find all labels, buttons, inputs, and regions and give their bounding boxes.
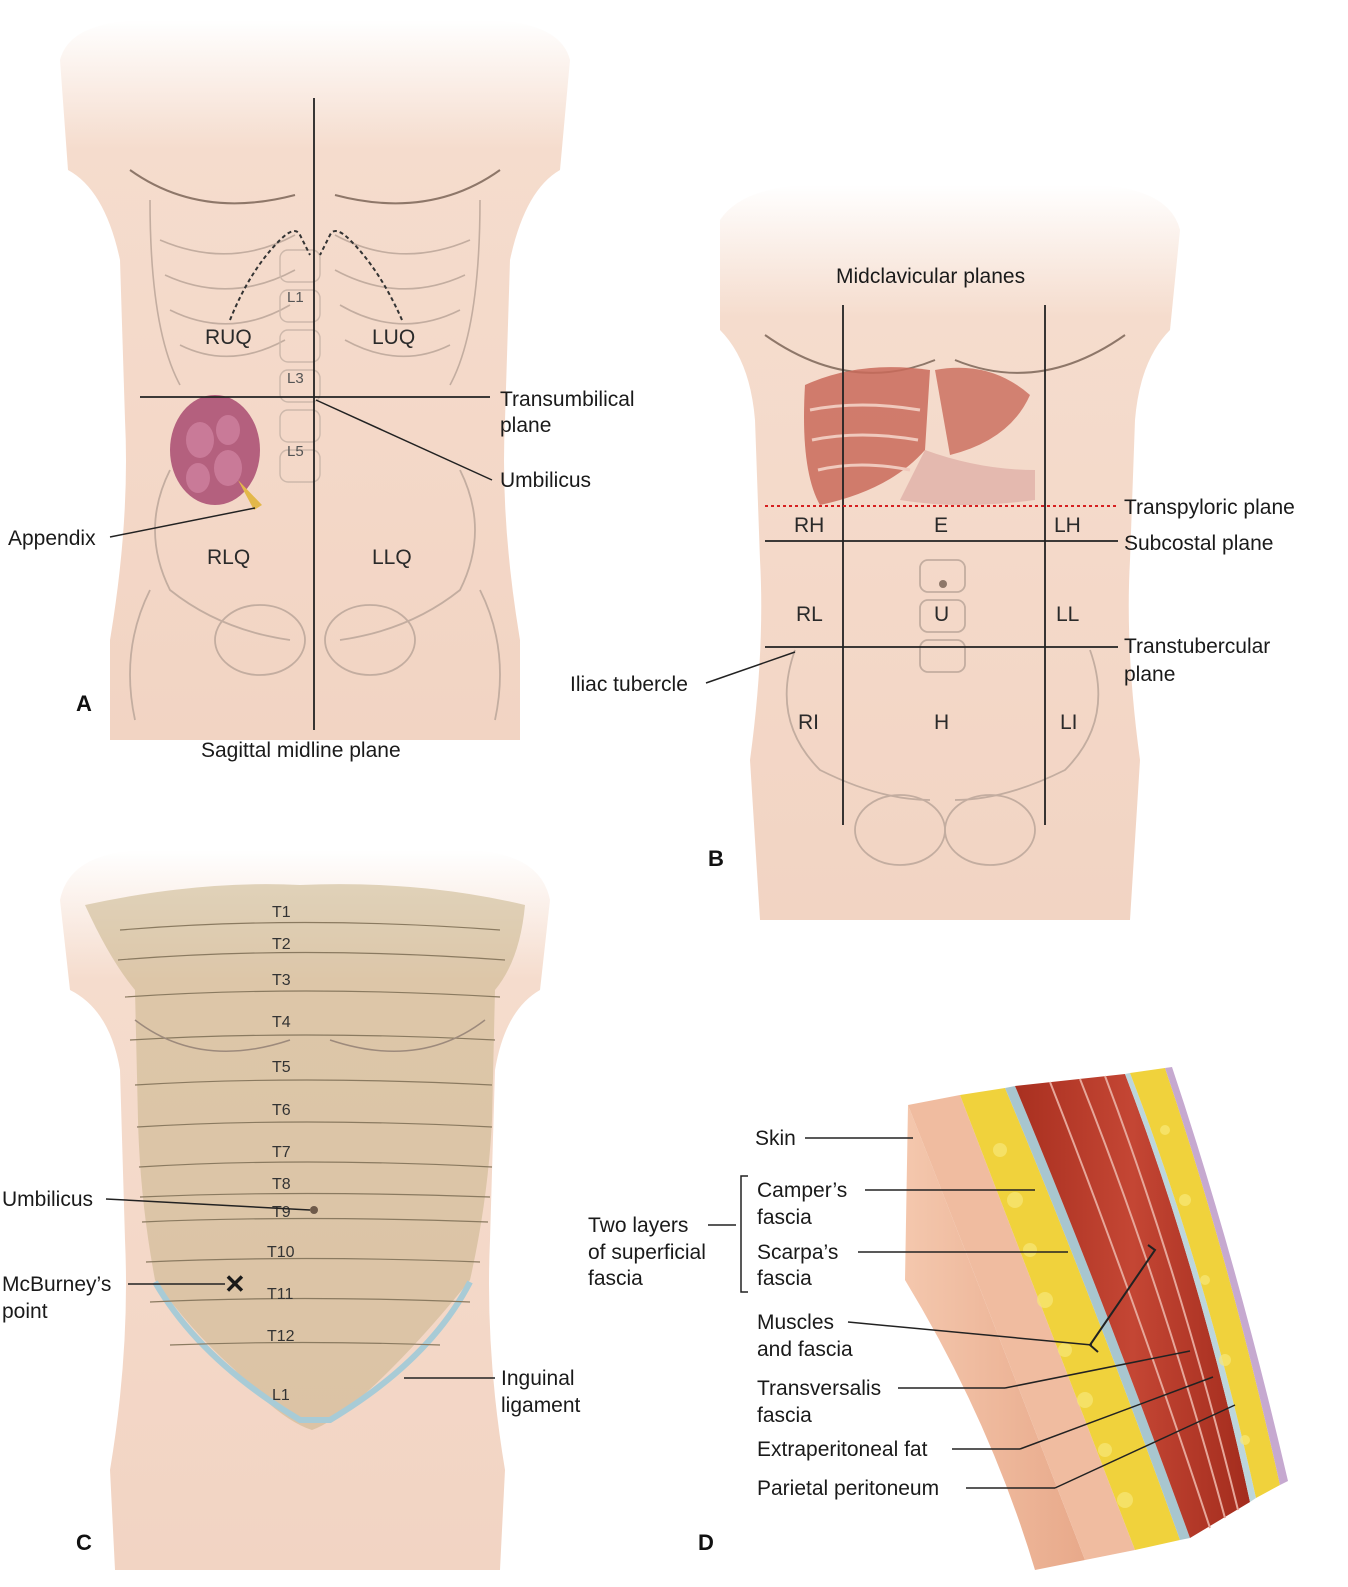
umbilicus-label-c: Umbilicus bbox=[2, 1188, 93, 1211]
mcburney-label-line1: McBurney’s bbox=[2, 1273, 111, 1296]
panel-b: Midclavicular planes Transpyloric plane … bbox=[570, 185, 1295, 920]
scarpas-label-line2: fascia bbox=[757, 1267, 812, 1290]
iliac-tubercle-label: Iliac tubercle bbox=[570, 673, 688, 696]
panel-d-letter: D bbox=[698, 1530, 714, 1555]
mcburney-x: ✕ bbox=[224, 1269, 246, 1299]
dermatome-t6: T6 bbox=[272, 1102, 291, 1119]
quadrant-ruq: RUQ bbox=[205, 326, 252, 349]
region-e: E bbox=[934, 514, 948, 537]
midclavicular-label: Midclavicular planes bbox=[836, 265, 1025, 288]
subcostal-label: Subcostal plane bbox=[1124, 532, 1273, 555]
sagittal-midline-label: Sagittal midline plane bbox=[201, 739, 401, 762]
parietal-peritoneum-label: Parietal peritoneum bbox=[757, 1477, 939, 1500]
vertebra-l5: L5 bbox=[287, 443, 304, 460]
vertebra-l1: L1 bbox=[287, 289, 304, 306]
region-u: U bbox=[934, 603, 949, 626]
transumbilical-label-line2: plane bbox=[500, 414, 551, 437]
region-h: H bbox=[934, 711, 949, 734]
region-rl: RL bbox=[796, 603, 823, 626]
two-layers-label-line3: fascia bbox=[588, 1267, 643, 1290]
dermatome-t10: T10 bbox=[267, 1244, 295, 1261]
campers-label-line1: Camper’s bbox=[757, 1179, 847, 1202]
dermatome-t8: T8 bbox=[272, 1176, 291, 1193]
panel-b-torso bbox=[720, 185, 1180, 920]
region-ll: LL bbox=[1056, 603, 1079, 626]
region-ri: RI bbox=[798, 711, 819, 734]
dermatome-t3: T3 bbox=[272, 972, 291, 989]
quadrant-luq: LUQ bbox=[372, 326, 415, 349]
dermatome-t2: T2 bbox=[272, 936, 291, 953]
scarpas-label-line1: Scarpa’s bbox=[757, 1241, 838, 1264]
inguinal-label-line1: Inguinal bbox=[501, 1367, 575, 1390]
quadrant-llq: LLQ bbox=[372, 546, 412, 569]
dermatome-t5: T5 bbox=[272, 1059, 291, 1076]
panel-a-letter: A bbox=[76, 691, 92, 716]
transversalis-label-line1: Transversalis bbox=[757, 1377, 881, 1400]
panel-c-letter: C bbox=[76, 1530, 92, 1555]
transtubercular-label-line1: Transtubercular bbox=[1124, 635, 1270, 658]
quadrant-rlq: RLQ bbox=[207, 546, 250, 569]
transversalis-label-line2: fascia bbox=[757, 1404, 812, 1427]
two-layers-label-line1: Two layers bbox=[588, 1214, 688, 1237]
dermatome-t4: T4 bbox=[272, 1014, 291, 1031]
dermatome-t1: T1 bbox=[272, 904, 291, 921]
dermatome-t12: T12 bbox=[267, 1328, 295, 1345]
muscles-label-line1: Muscles bbox=[757, 1311, 834, 1334]
umbilicus-label-a: Umbilicus bbox=[500, 469, 591, 492]
transtubercular-label-line2: plane bbox=[1124, 663, 1175, 686]
panel-a: L1 L3 L5 RUQ LUQ RLQ LLQ Transumbilical … bbox=[8, 20, 635, 762]
campers-label-line2: fascia bbox=[757, 1206, 812, 1229]
dermatome-t7: T7 bbox=[272, 1144, 291, 1161]
panel-b-letter: B bbox=[708, 846, 724, 871]
dermatome-t9: T9 bbox=[272, 1204, 291, 1221]
region-lh: LH bbox=[1054, 514, 1081, 537]
extraperitoneal-label: Extraperitoneal fat bbox=[757, 1438, 928, 1461]
superficial-fascia-bracket bbox=[741, 1176, 748, 1292]
panel-a-torso bbox=[60, 20, 570, 740]
transumbilical-label-line1: Transumbilical bbox=[500, 388, 635, 411]
appendix-label: Appendix bbox=[8, 527, 96, 550]
two-layers-label-line2: of superficial bbox=[588, 1241, 706, 1264]
transpyloric-label: Transpyloric plane bbox=[1124, 496, 1295, 519]
panel-d: Skin Camper’s fascia Two layers of super… bbox=[588, 1067, 1288, 1570]
vertebra-l3: L3 bbox=[287, 370, 304, 387]
dermatome-t11: T11 bbox=[267, 1286, 293, 1303]
mcburney-label-line2: point bbox=[2, 1300, 48, 1323]
muscles-label-line2: and fascia bbox=[757, 1338, 853, 1361]
region-li: LI bbox=[1060, 711, 1078, 734]
dermatome-l1: L1 bbox=[272, 1387, 290, 1404]
inguinal-label-line2: ligament bbox=[501, 1394, 581, 1417]
region-rh: RH bbox=[794, 514, 824, 537]
skin-label: Skin bbox=[755, 1127, 796, 1150]
panel-c: ✕ T1 T2 T3 T4 T5 T6 T7 T8 T9 T10 T11 T12… bbox=[2, 850, 581, 1570]
